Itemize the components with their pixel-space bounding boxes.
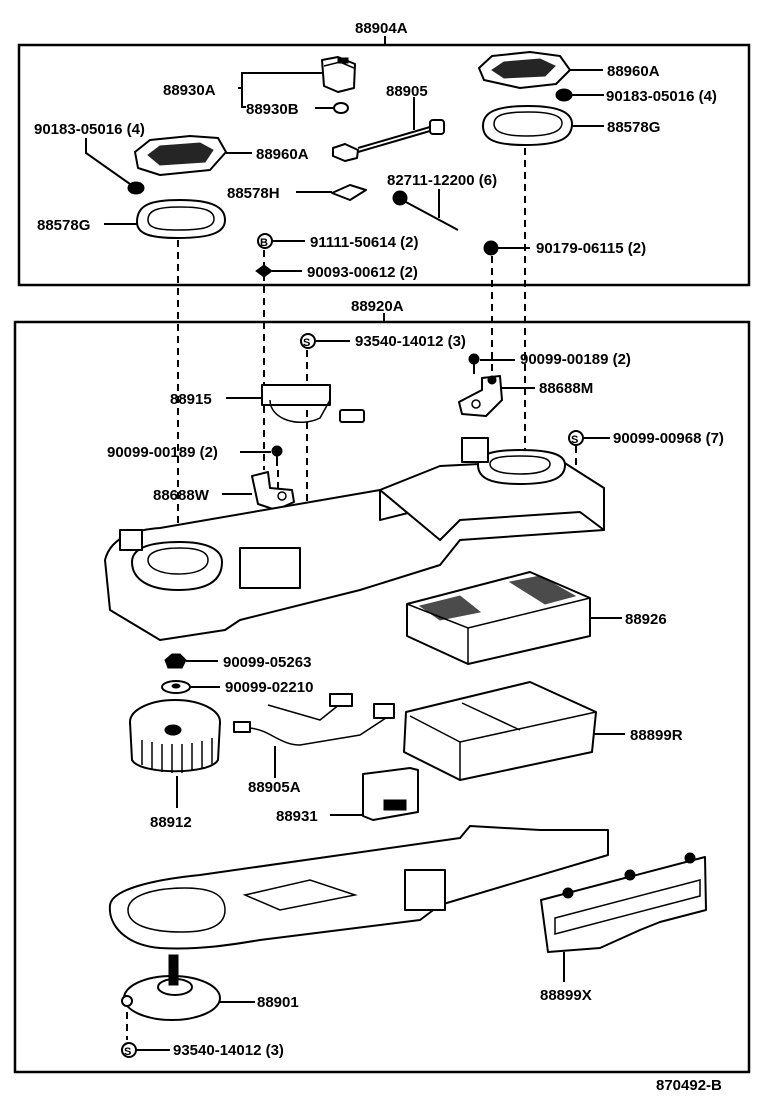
part-label[interactable]: 88578H xyxy=(227,185,280,202)
figure-id: 870492-B xyxy=(656,1077,722,1094)
part-label[interactable]: 90099-00189 (2) xyxy=(520,351,631,368)
part-88905[interactable]: 88905 xyxy=(332,83,445,162)
part-88931[interactable]: 88931 xyxy=(276,767,419,825)
assembly-88920A: 88920A xyxy=(13,298,751,1074)
part-91111-50614[interactable]: B 91111-50614 (2) xyxy=(257,233,418,251)
part-88899X[interactable]: 88899X xyxy=(540,852,707,1004)
screw-marker-icon: S xyxy=(124,1046,131,1058)
part-88915[interactable]: 88915 xyxy=(170,384,365,423)
part-93540-14012-bottom[interactable]: S 93540-14012 (3) xyxy=(121,1042,284,1059)
part-88901[interactable]: 88901 xyxy=(121,954,299,1021)
part-88930A[interactable]: 88930A xyxy=(163,56,356,108)
part-label[interactable]: 88931 xyxy=(276,808,318,825)
part-88905A[interactable]: 88905A xyxy=(233,693,396,796)
part-90099-00189-right[interactable]: 90099-00189 (2) xyxy=(468,351,631,374)
part-label[interactable]: 88688W xyxy=(153,487,210,504)
part-label[interactable]: 88930A xyxy=(163,82,216,99)
screw-marker-icon: S xyxy=(303,337,310,349)
part-label[interactable]: 88578G xyxy=(607,119,660,136)
part-label[interactable]: 88905A xyxy=(248,779,301,796)
part-93540-14012-top[interactable]: S 93540-14012 (3) xyxy=(300,333,466,350)
part-label[interactable]: 90099-00968 (7) xyxy=(613,430,724,447)
part-label[interactable]: 82711-12200 (6) xyxy=(387,172,497,189)
part-88960A-right[interactable]: 88960A xyxy=(478,51,660,89)
part-label[interactable]: 88912 xyxy=(150,814,192,831)
part-90179-06115[interactable]: 90179-06115 (2) xyxy=(483,240,646,257)
part-label[interactable]: 90183-05016 (4) xyxy=(606,88,717,105)
part-label[interactable]: 88960A xyxy=(256,146,309,163)
part-90099-00189-left[interactable]: 90099-00189 (2) xyxy=(107,444,283,466)
part-90099-05263[interactable]: 90099-05263 xyxy=(164,653,311,671)
part-88899R[interactable]: 88899R xyxy=(403,681,683,781)
housing-upper[interactable] xyxy=(104,437,605,641)
part-label[interactable]: 88905 xyxy=(386,83,428,100)
part-label[interactable]: 88899X xyxy=(540,987,592,1004)
part-label[interactable]: 88901 xyxy=(257,994,299,1011)
part-88912[interactable]: 88912 xyxy=(129,699,221,831)
part-label[interactable]: 93540-14012 (3) xyxy=(173,1042,284,1059)
housing-lower[interactable] xyxy=(108,825,609,950)
part-label[interactable]: 90099-00189 (2) xyxy=(107,444,218,461)
assembly-label-88920A[interactable]: 88920A xyxy=(351,298,404,315)
part-88960A-left[interactable]: 88960A xyxy=(134,135,309,176)
assembly-88904A: 88904A xyxy=(17,20,751,287)
part-88578H[interactable]: 88578H xyxy=(227,184,367,202)
part-88688M[interactable]: 88688M xyxy=(458,375,593,417)
part-label[interactable]: 88960A xyxy=(607,63,660,80)
bolt-marker-icon: B xyxy=(260,237,268,249)
part-label[interactable]: 88930B xyxy=(246,101,299,118)
part-88578G-right[interactable]: 88578G xyxy=(482,105,660,146)
part-label[interactable]: 90093-00612 (2) xyxy=(307,264,418,281)
assembly-label-88904A[interactable]: 88904A xyxy=(355,20,408,37)
part-88688W[interactable]: 88688W xyxy=(153,471,295,511)
part-90099-00968[interactable]: S 90099-00968 (7) xyxy=(568,430,724,447)
part-label[interactable]: 88926 xyxy=(625,611,667,628)
assembly-box-88920A xyxy=(13,320,751,1074)
part-label[interactable]: 88688M xyxy=(539,380,593,397)
part-88926[interactable]: 88926 xyxy=(406,571,667,665)
part-label[interactable]: 90179-06115 (2) xyxy=(536,240,646,257)
part-88578G-left[interactable]: 88578G xyxy=(37,199,226,239)
part-label[interactable]: 90099-05263 xyxy=(223,654,311,671)
part-label[interactable]: 88915 xyxy=(170,391,212,408)
part-82711-12200[interactable]: 82711-12200 (6) xyxy=(387,172,497,231)
part-label[interactable]: 93540-14012 (3) xyxy=(355,333,466,350)
part-90099-02210[interactable]: 90099-02210 xyxy=(161,679,313,696)
part-label[interactable]: 90183-05016 (4) xyxy=(34,121,145,138)
part-label[interactable]: 90099-02210 xyxy=(225,679,313,696)
screw-marker-icon: S xyxy=(571,434,578,446)
part-88930B[interactable]: 88930B xyxy=(246,101,349,118)
part-90183-05016-left[interactable]: 90183-05016 (4) xyxy=(34,121,145,195)
part-label[interactable]: 88578G xyxy=(37,217,90,234)
part-label[interactable]: 88899R xyxy=(630,727,683,744)
part-90093-00612[interactable]: 90093-00612 (2) xyxy=(255,264,418,281)
part-90183-05016-right[interactable]: 90183-05016 (4) xyxy=(555,88,717,105)
part-label[interactable]: 91111-50614 (2) xyxy=(310,234,418,251)
